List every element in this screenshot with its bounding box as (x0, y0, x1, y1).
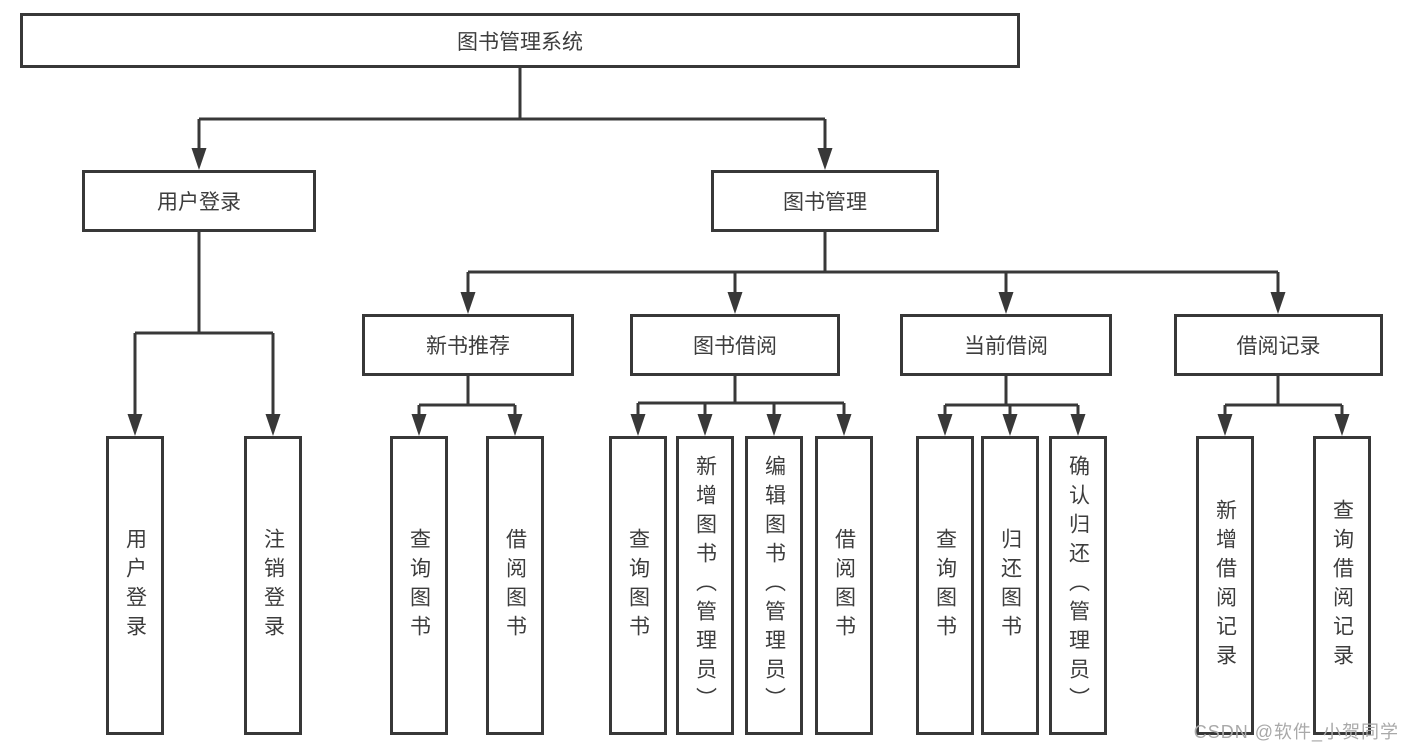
leaf-label: 编辑图书（管理员） (762, 455, 786, 716)
node-label: 新书推荐 (426, 335, 510, 358)
leaf-label: 查询图书 (933, 527, 957, 644)
node-label: 借阅记录 (1236, 335, 1321, 358)
leaf-query-books-recommend: 查询图书 (390, 436, 448, 735)
node-library-management-system: 图书管理系统 (20, 13, 1020, 68)
leaf-query-books-current: 查询图书 (916, 436, 974, 735)
leaf-logout: 注销登录 (244, 436, 302, 735)
leaf-user-login: 用户登录 (106, 436, 164, 735)
leaf-label: 确认归还（管理员） (1066, 455, 1090, 716)
connector-book-borrow-to-leaves (636, 376, 846, 418)
leaf-edit-book-admin: 编辑图书（管理员） (745, 436, 803, 735)
leaf-label: 归还图书 (998, 527, 1022, 644)
node-book-management: 图书管理 (711, 170, 939, 232)
node-label: 当前借阅 (964, 335, 1048, 358)
leaf-add-borrow-record: 新增借阅记录 (1196, 436, 1254, 735)
node-current-borrowing: 当前借阅 (900, 314, 1112, 376)
connector-user-login-to-leaves (133, 232, 275, 418)
connector-book-mgmt-to-level3 (466, 232, 1280, 296)
connector-new-book-to-leaves (417, 376, 517, 418)
leaf-label: 查询借阅记录 (1330, 498, 1354, 673)
leaf-query-borrow-record: 查询借阅记录 (1313, 436, 1371, 735)
leaf-confirm-return-admin: 确认归还（管理员） (1049, 436, 1107, 735)
leaf-label: 用户登录 (123, 527, 147, 644)
connector-records-to-leaves (1223, 376, 1344, 418)
leaf-label: 注销登录 (261, 527, 285, 644)
leaf-label: 查询图书 (626, 527, 650, 644)
node-book-borrowing: 图书借阅 (630, 314, 840, 376)
leaf-borrow-books-recommend: 借阅图书 (486, 436, 544, 735)
leaf-add-book-admin: 新增图书（管理员） (676, 436, 734, 735)
leaf-label: 查询图书 (407, 527, 431, 644)
leaf-label: 借阅图书 (503, 527, 527, 644)
leaf-query-books-borrow: 查询图书 (609, 436, 667, 735)
leaf-label: 新增借阅记录 (1213, 498, 1237, 673)
connector-root-to-level2 (197, 68, 827, 152)
leaf-return-books: 归还图书 (981, 436, 1039, 735)
node-new-book-recommendation: 新书推荐 (362, 314, 574, 376)
leaf-label: 新增图书（管理员） (693, 455, 717, 716)
node-label: 图书管理 (783, 191, 867, 214)
arrowheads (127, 148, 1350, 436)
node-label: 图书借阅 (693, 335, 777, 358)
node-borrowing-records: 借阅记录 (1174, 314, 1383, 376)
leaf-label: 借阅图书 (832, 527, 856, 644)
connector-current-borrow-to-leaves (943, 376, 1080, 418)
node-user-login: 用户登录 (82, 170, 316, 232)
node-label: 用户登录 (157, 191, 241, 214)
leaf-borrow-books: 借阅图书 (815, 436, 873, 735)
csdn-watermark: CSDN @软件_小贺同学 (1193, 722, 1399, 742)
node-label: 图书管理系统 (457, 30, 583, 54)
